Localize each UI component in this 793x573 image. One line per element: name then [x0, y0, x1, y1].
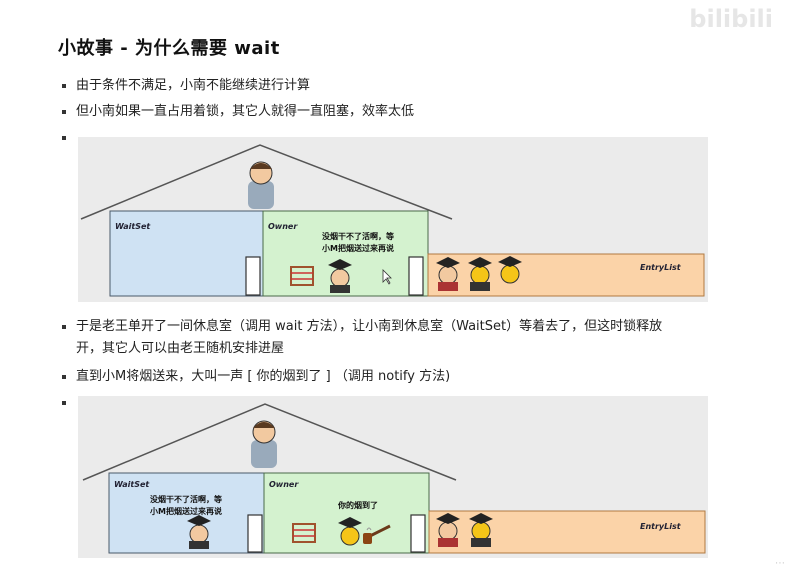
speech-bubble: 没烟干不了活啊，等 小M把烟送过来再说 [322, 232, 394, 253]
list-item: 但小南如果一直占用着锁，其它人就得一直阻塞，效率太低 [62, 101, 414, 123]
list-item: 直到小M将烟送来，大叫一声 [ 你的烟到了 ] （调用 notify 方法) [62, 366, 736, 388]
owner-avatar-icon [251, 420, 277, 468]
mouse-cursor-icon [382, 269, 392, 285]
abacus-icon [290, 266, 314, 286]
graduate-avatar-icon [436, 513, 460, 547]
abacus-icon [292, 523, 316, 543]
graduate-avatar-icon [498, 256, 522, 284]
bullet-list-1: 由于条件不满足，小南不能继续进行计算 但小南如果一直占用着锁，其它人就得一直阻塞… [62, 75, 414, 140]
pipe-icon [363, 524, 391, 544]
graduate-avatar-icon [338, 517, 362, 546]
speech-bubble: 没烟干不了活啊，等 小M把烟送过来再说 [150, 495, 222, 516]
entrylist-area [427, 253, 705, 297]
bilibili-watermark: bilibili [689, 5, 773, 33]
loading-icon: ⋯ [775, 558, 785, 569]
graduate-avatar-icon [187, 515, 211, 549]
waitset-room [108, 472, 265, 554]
entrylist-label: EntryList [640, 263, 681, 272]
monitor-scene-2: WaitSet Owner EntryList 没烟干不了活啊，等 小M把烟送过… [78, 396, 708, 558]
list-item: 于是老王单开了一间休息室（调用 wait 方法），让小南到休息室（WaitSet… [62, 316, 736, 360]
graduate-avatar-icon [436, 257, 460, 291]
door-icon [245, 256, 261, 296]
door-icon [247, 514, 263, 553]
roof [80, 144, 453, 220]
door-icon [410, 514, 426, 553]
scene-1-drawing [80, 144, 705, 297]
monitor-scene-1: WaitSet Owner EntryList 没烟干不了活啊，等 小M把烟送过… [78, 137, 708, 302]
page-title: 小故事 - 为什么需要 wait [58, 38, 280, 59]
waitset-label: WaitSet [115, 222, 151, 231]
roof [82, 403, 457, 481]
entrylist-label: EntryList [640, 522, 681, 531]
entrylist-area [428, 510, 706, 554]
graduate-avatar-icon [469, 513, 493, 547]
graduate-avatar-icon [468, 257, 492, 291]
graduate-avatar-icon [328, 259, 352, 293]
bullet-list-2: 于是老王单开了一间休息室（调用 wait 方法），让小南到休息室（WaitSet… [62, 316, 736, 405]
door-icon [408, 256, 424, 296]
owner-avatar-icon [248, 161, 274, 209]
notify-speech: 你的烟到了 [338, 501, 378, 510]
owner-label: Owner [269, 480, 299, 489]
waitset-label: WaitSet [114, 480, 150, 489]
list-item: 由于条件不满足，小南不能继续进行计算 [62, 75, 414, 97]
scene-2-drawing [82, 403, 706, 554]
owner-label: Owner [268, 222, 298, 231]
waitset-room [109, 210, 264, 297]
